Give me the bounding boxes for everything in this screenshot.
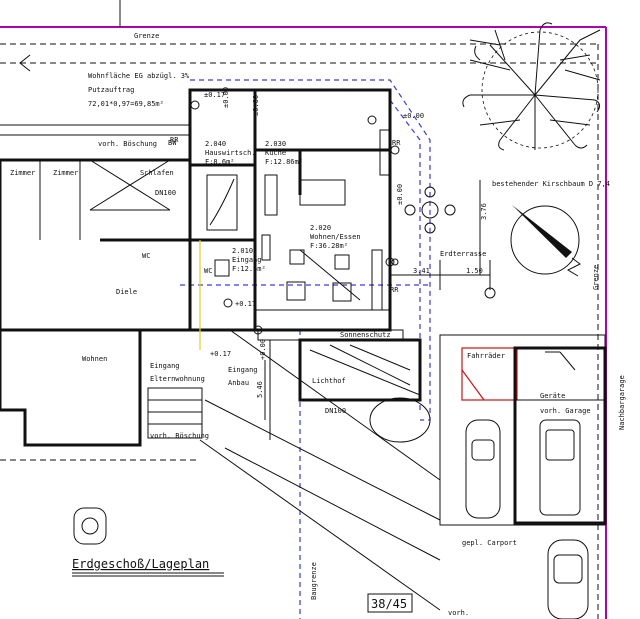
existing-building-left xyxy=(0,124,203,545)
kueche-area: F:12.86m² xyxy=(265,158,303,166)
vorh-boeschung-bottom: vorh. Böschung xyxy=(150,432,209,440)
baugrenze-label: Baugrenze xyxy=(310,562,318,600)
kirschbaum-label: bestehender Kirschbaum D 7,4 xyxy=(492,180,610,188)
zimmer-1-label: Zimmer xyxy=(10,169,35,177)
dim-546: 5.46 xyxy=(256,381,264,398)
rr-3-label: RR xyxy=(170,136,179,144)
nachbargarage-label: Nachbargarage xyxy=(618,375,626,430)
summary-line2: Putzauftrag xyxy=(88,86,134,94)
dn100-a-label: DN100 xyxy=(155,189,176,197)
grenze-right-label: Grenze xyxy=(592,265,600,290)
wc-2-label: WC xyxy=(204,267,212,275)
level-b: ±0.00 xyxy=(252,95,260,116)
wohnen-num: 2.020 xyxy=(310,224,331,232)
zimmer-2-label: Zimmer xyxy=(53,169,78,177)
rr-2-label: RR xyxy=(390,286,399,294)
cherry-tree-icon xyxy=(462,22,601,151)
house-walls xyxy=(188,88,404,350)
lichthof-area xyxy=(298,338,431,443)
eingang-elt-1: Eingang xyxy=(150,362,180,370)
geraete-label: Geräte xyxy=(540,392,565,400)
dim-150: 1.50 xyxy=(466,267,483,275)
driveway-lines xyxy=(199,329,441,611)
level-d: ±0.00 xyxy=(396,184,404,205)
erdterrasse-label: Erdterrasse xyxy=(440,250,486,258)
eingang-elt-2: Elternwohnung xyxy=(150,375,205,383)
level-e: +0.17 xyxy=(235,300,256,308)
level-h: +0.00 xyxy=(259,339,267,360)
sonnenschutz-label: Sonnenschutz xyxy=(340,331,391,339)
fahrraeder-label: Fahrräder xyxy=(467,352,505,360)
level-g: ±0.00 xyxy=(222,87,230,108)
eingang-num: 2.010 xyxy=(232,247,253,255)
schlafen-label: Schlafen xyxy=(140,169,174,177)
sun-direction-icon xyxy=(510,205,581,277)
vorh-boeschung-top: vorh. Böschung xyxy=(98,140,157,148)
bw-label: BW xyxy=(168,139,177,147)
dim-376: 3.76 xyxy=(480,203,488,220)
carport-garage xyxy=(439,334,607,619)
carport-label: gepl. Carport xyxy=(462,539,517,547)
dn100-b-label: DN100 xyxy=(325,407,346,415)
eingang-name: Eingang xyxy=(232,256,262,264)
kueche-num: 2.030 xyxy=(265,140,286,148)
eingang-anbau-1: Eingang xyxy=(228,366,258,374)
hauswirtsch-num: 2.040 xyxy=(205,140,226,148)
wohnen-area: F:36.28m² xyxy=(310,242,348,250)
lichthof-label: Lichthof xyxy=(312,377,346,385)
grenze-top-label: Grenze xyxy=(134,32,159,40)
dimension-lines xyxy=(264,180,496,420)
drawing-title: Erdgeschoß/Lageplan xyxy=(72,557,209,571)
vorh-garage-label: vorh. Garage xyxy=(540,407,591,415)
wohnen-left-label: Wohnen xyxy=(82,355,107,363)
kueche-name: Küche xyxy=(265,149,286,157)
dim-341: 3.41 xyxy=(413,267,430,275)
wc-1-label: WC xyxy=(142,252,150,260)
wohnen-name: Wohnen/Essen xyxy=(310,233,361,241)
level-a: ±0.17 xyxy=(204,91,225,99)
summary-line1: Wohnfläche EG abzügl. 3% xyxy=(88,72,190,80)
hauswirtsch-name: Hauswirtsch. xyxy=(205,149,256,157)
rr-1-label: RR xyxy=(392,139,401,147)
level-f: +0.17 xyxy=(210,350,231,358)
page-number: 38/45 xyxy=(371,597,407,611)
hauswirtsch-area: F:8.6m² xyxy=(205,158,235,166)
level-c: ±0.00 xyxy=(403,112,424,120)
eingang-area: F:12.5m² xyxy=(232,265,266,273)
summary-line3: 72,01*0,97=69,85m² xyxy=(88,100,164,108)
diele-label: Diele xyxy=(116,288,137,296)
eingang-anbau-2: Anbau xyxy=(228,379,249,387)
vorh-bottom-label: vorh. xyxy=(448,609,469,617)
